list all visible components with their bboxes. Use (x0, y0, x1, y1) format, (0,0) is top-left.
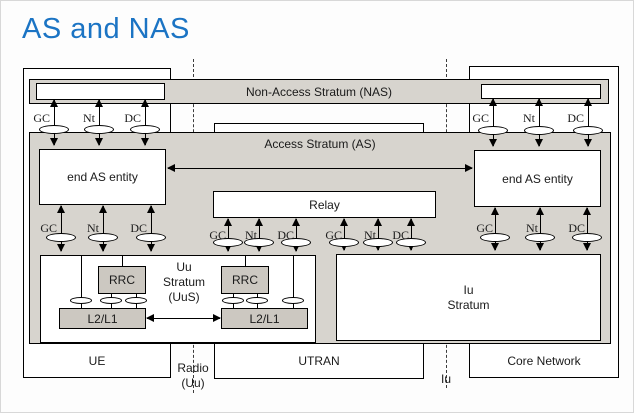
sap-ellipse (244, 238, 274, 247)
l2-peer-arrow (146, 314, 221, 322)
sap-arrow (292, 218, 300, 252)
sap-arrow (489, 98, 497, 147)
sap-label-gc: GC (325, 228, 342, 242)
sap-arrow (99, 205, 107, 252)
core-network-label: Core Network (507, 354, 581, 368)
sap-label-nt: Nt (526, 221, 538, 235)
utran-label: UTRAN (298, 354, 340, 368)
sap-label-gc: GC (33, 111, 50, 125)
rrc-box-ue: RRC (98, 266, 146, 294)
rrc-box-utran: RRC (221, 266, 269, 294)
sap-arrow (583, 207, 591, 251)
end-as-entity-ue: end AS entity (39, 149, 166, 205)
sap-label-dc: DC (392, 228, 409, 242)
radio-interface-label-line1: Radio (177, 361, 209, 375)
sap-ellipse (136, 233, 166, 242)
sap-ellipse (525, 233, 555, 242)
sap-ellipse (130, 125, 160, 134)
iu-stratum-label: Iu Stratum (447, 283, 489, 313)
nas-label: Non-Access Stratum (NAS) (245, 84, 393, 99)
sap-label-nt: Nt (87, 221, 99, 235)
sap-label-gc: GC (472, 111, 489, 125)
sap-ellipse (480, 233, 510, 242)
sap-arrow (57, 205, 65, 252)
sap-arrow (374, 218, 382, 251)
uus-bypass-line (81, 255, 82, 308)
uus-sap-ellipse (70, 297, 92, 304)
sap-arrow (147, 205, 155, 252)
sap-label-nt: Nt (364, 228, 376, 242)
sap-ellipse (281, 238, 311, 247)
sap-arrow (536, 207, 544, 251)
sap-ellipse (213, 238, 243, 247)
sap-label-nt: Nt (83, 111, 95, 125)
radio-interface-label-line2: (Uu) (181, 376, 205, 390)
sap-label-nt: Nt (523, 111, 535, 125)
uus-bypass-line (293, 255, 294, 308)
slide-title: AS and NAS (22, 13, 190, 45)
sap-label-nt: Nt (245, 228, 257, 242)
relay-box: Relay (213, 191, 436, 218)
sap-ellipse (572, 233, 602, 242)
sap-arrow (255, 218, 263, 252)
sap-arrow (95, 99, 103, 146)
sap-arrow (584, 98, 592, 147)
iu-stratum-label-line1: Iu (463, 282, 474, 297)
sap-ellipse (396, 238, 426, 247)
as-label: Access Stratum (AS) (264, 137, 376, 151)
sap-arrow (407, 218, 415, 251)
end-as-entity-cn: end AS entity (474, 150, 601, 207)
sap-arrow (340, 218, 348, 251)
uus-sap-ellipse (246, 297, 268, 304)
sap-label-gc: GC (209, 228, 226, 242)
sap-arrow (491, 207, 499, 251)
iu-interface-label: Iu (440, 372, 451, 386)
sap-label-gc: GC (40, 221, 57, 235)
uu-stratum-label-line1: Uu (176, 260, 192, 274)
sap-ellipse (573, 126, 603, 135)
sap-arrow (535, 98, 543, 147)
sap-label-dc: DC (568, 221, 585, 235)
sap-arrow (224, 218, 232, 252)
sap-label-dc: DC (124, 111, 141, 125)
uus-sap-ellipse (100, 297, 122, 304)
uu-stratum-label: Uu Stratum (UuS) (147, 260, 221, 305)
iu-stratum-box: Iu Stratum (336, 254, 601, 341)
sap-ellipse (39, 125, 69, 134)
uus-sap-ellipse (282, 297, 304, 304)
uu-stratum-label-line2: Stratum (162, 275, 205, 289)
sap-ellipse (88, 233, 118, 242)
sap-label-dc: DC (130, 221, 147, 235)
sap-label-gc: GC (476, 221, 493, 235)
sap-ellipse (478, 126, 508, 135)
sap-arrow (50, 99, 58, 146)
sap-ellipse (46, 233, 76, 242)
radio-interface-label: Radio (Uu) (159, 361, 227, 391)
uus-sap-ellipse (222, 297, 244, 304)
iu-stratum-label-line2: Stratum (447, 297, 490, 312)
uu-stratum-label-line3: (UuS) (168, 290, 200, 304)
l2l1-box-ue: L2/L1 (59, 308, 146, 329)
sap-ellipse (363, 238, 393, 247)
end-as-peer-arrow (167, 164, 473, 172)
rrc-stub-line (245, 255, 246, 266)
l2l1-box-utran: L2/L1 (221, 308, 308, 329)
sap-ellipse (84, 125, 114, 134)
sap-ellipse (329, 238, 359, 247)
ue-label: UE (88, 354, 106, 368)
rrc-stub-line (122, 255, 123, 266)
uus-sap-ellipse (125, 297, 147, 304)
sap-arrow (141, 99, 149, 146)
sap-label-dc: DC (277, 228, 294, 242)
sap-label-dc: DC (567, 111, 584, 125)
sap-ellipse (524, 126, 554, 135)
